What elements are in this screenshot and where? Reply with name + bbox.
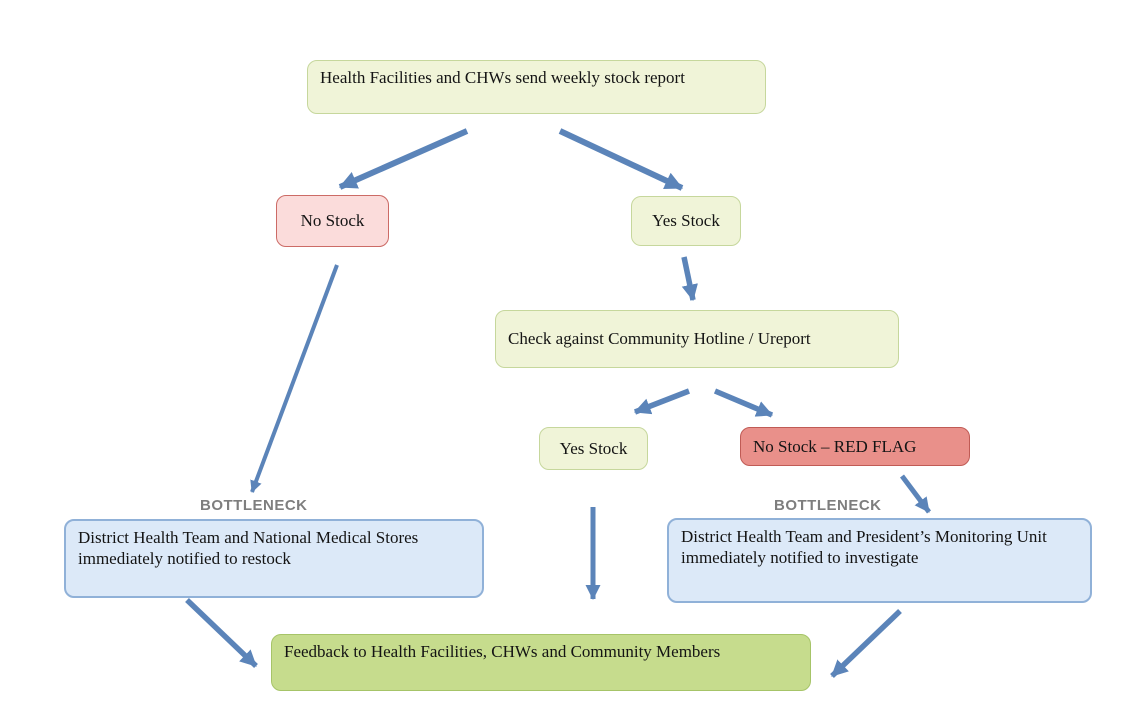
arrow-report-to-no-stock [338, 128, 469, 190]
node-yes-stock-2: Yes Stock [539, 427, 648, 470]
node-yes-stock: Yes Stock [631, 196, 741, 246]
node-no-stock-red-flag: No Stock – RED FLAG [740, 427, 970, 466]
arrow-restock-to-feedback [185, 598, 258, 668]
node-feedback: Feedback to Health Facilities, CHWs and … [271, 634, 811, 691]
node-no-stock: No Stock [276, 195, 389, 247]
arrow-report-to-yes-stock [558, 128, 684, 191]
arrow-investigate-to-feedback [830, 609, 902, 678]
node-district-restock-label: District Health Team and National Medica… [78, 528, 419, 569]
label-bottleneck-left: BOTTLENECK [200, 497, 308, 514]
node-no-stock-label: No Stock [300, 211, 365, 231]
node-weekly-stock-report-label: Health Facilities and CHWs send weekly s… [320, 68, 685, 87]
node-check-hotline-ureport-label: Check against Community Hotline / Urepor… [508, 329, 811, 349]
node-check-hotline-ureport: Check against Community Hotline / Urepor… [495, 310, 899, 368]
node-district-investigate-label: District Health Team and President’s Mon… [681, 527, 1047, 568]
node-district-investigate: District Health Team and President’s Mon… [667, 518, 1092, 603]
arrow-red-flag-to-investigate [900, 474, 931, 514]
label-bottleneck-right: BOTTLENECK [774, 497, 882, 514]
node-yes-stock-label: Yes Stock [652, 211, 720, 231]
arrow-no-stock-to-restock [250, 264, 339, 493]
node-weekly-stock-report: Health Facilities and CHWs send weekly s… [307, 60, 766, 114]
node-district-restock: District Health Team and National Medica… [64, 519, 484, 598]
node-no-stock-red-flag-label: No Stock – RED FLAG [753, 436, 917, 456]
node-yes-stock-2-label: Yes Stock [559, 438, 628, 458]
arrow-check-to-red-flag [713, 388, 774, 418]
arrow-yes-stock-to-check [681, 256, 698, 302]
node-feedback-label: Feedback to Health Facilities, CHWs and … [284, 642, 721, 661]
arrow-check-to-yes-stock-2 [633, 388, 690, 415]
